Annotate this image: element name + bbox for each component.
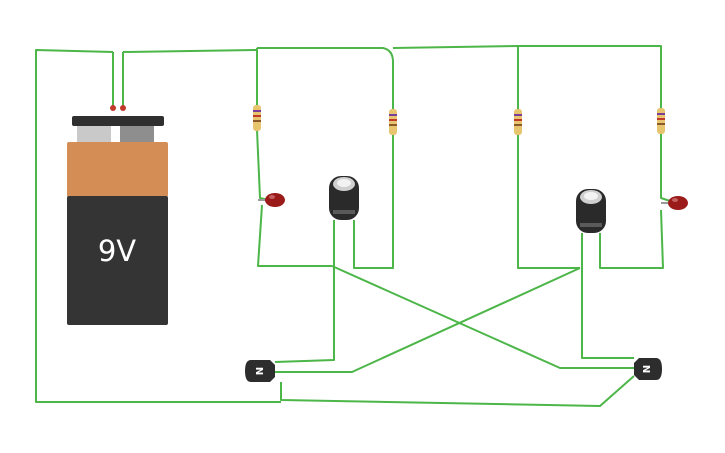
wire-q2-ground[interactable] [280,375,635,407]
resistor-body [253,105,261,131]
wire-cross-a[interactable] [331,265,634,369]
battery-lead-positive-tip [120,105,126,111]
led-1[interactable] [258,193,285,207]
battery-terminal-right [120,126,154,142]
wire-c2-right[interactable] [599,209,664,269]
resistor-body [514,109,522,135]
wire-led1-bottom[interactable] [257,204,332,267]
transistor-label: N [255,367,266,375]
led-body [668,196,688,210]
resistor-r3[interactable] [514,109,522,135]
resistor-body [657,108,665,134]
transistor-q2[interactable]: N [634,358,662,380]
resistor-body [389,109,397,135]
capacitor-c2[interactable] [576,189,606,233]
led-2[interactable] [661,196,688,210]
wire-r4-led2[interactable] [660,133,671,202]
resistor-r4[interactable] [657,108,665,134]
battery-cap [72,116,164,126]
battery-label: 9V [98,234,136,268]
wire-r3-bottom[interactable] [517,135,580,269]
battery-terminal-left [77,126,111,142]
battery-top-band [67,142,168,197]
wire-c2-left[interactable] [581,233,634,359]
wire-cross-b[interactable] [275,267,581,373]
wires [35,45,671,407]
wire-outer-ground-loop[interactable] [35,49,281,403]
wire-c1-left[interactable] [274,220,335,363]
wire-top-rail-left[interactable] [122,49,258,53]
wire-c1-right[interactable] [353,135,394,269]
resistor-r1[interactable] [253,105,261,131]
transistor-q1[interactable]: N [245,360,275,382]
battery-body [67,196,168,325]
wire-top-rail-mid[interactable] [257,47,394,110]
led-body [265,193,285,207]
transistor-label: N [640,365,651,373]
transistor-body [245,360,275,382]
transistor-body [634,358,662,380]
wire-top-rail-right[interactable] [392,45,662,110]
battery-9v[interactable]: 9V [67,105,168,325]
wire-r1-led1[interactable] [256,129,269,201]
battery-lead-negative-tip [110,105,116,111]
capacitor-c1[interactable] [329,176,359,220]
resistor-r2[interactable] [389,109,397,135]
